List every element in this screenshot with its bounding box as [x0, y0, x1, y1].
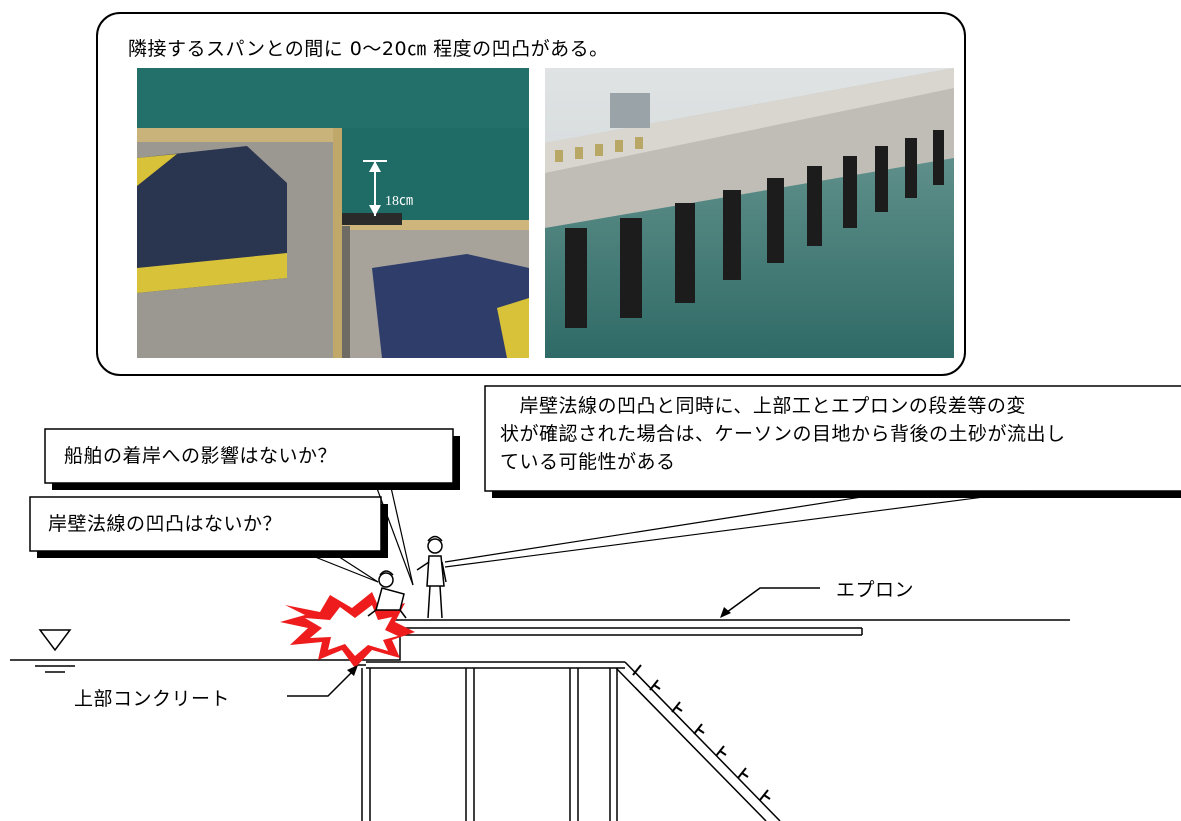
callout-note: 岸壁法線の凹凸と同時に、上部工とエプロンの段差等の変 状が確認された場合は、ケー… [500, 392, 1176, 476]
photo-quay-wall [545, 68, 954, 358]
impact-burst-icon [280, 592, 415, 668]
inspector-crouching-icon [367, 570, 407, 619]
upper-concrete-label: 上部コンクリート [74, 688, 231, 710]
apron-label: エプロン [836, 579, 915, 601]
apron-deck [353, 619, 1070, 666]
callout-ship-impact: 船舶の着岸への影響はないか？ [64, 442, 338, 470]
slope-armor [632, 664, 771, 801]
upper-concrete-leader [287, 667, 357, 697]
photo-step-closeup: 18㎝ [137, 68, 529, 358]
photo-step-closeup-image: 18㎝ [137, 68, 529, 358]
measure-label: 18㎝ [385, 194, 413, 209]
callout-note-line-1: 岸壁法線の凹凸と同時に、上部工とエプロンの段差等の変 [500, 392, 1176, 420]
photo-caption: 隣接するスパンとの間に 0〜20㎝ 程度の凹凸がある。 [128, 38, 609, 60]
pier-substructure [361, 661, 781, 821]
inspector-standing-icon [416, 535, 447, 619]
callout-note-line-2: 状が確認された場合は、ケーソンの目地から背後の土砂が流出し [500, 420, 1176, 448]
apron-leader [722, 587, 820, 616]
photo-quay-wall-image [545, 68, 954, 358]
leader-alignment [299, 550, 379, 583]
leader-note [444, 490, 901, 563]
water-level-symbol [10, 629, 354, 673]
leader-ship-impact [374, 482, 414, 586]
callout-alignment: 岸壁法線の凹凸はないか？ [48, 510, 283, 538]
photo-frame [96, 12, 966, 376]
callout-note-line-3: ている可能性がある [500, 448, 1176, 476]
